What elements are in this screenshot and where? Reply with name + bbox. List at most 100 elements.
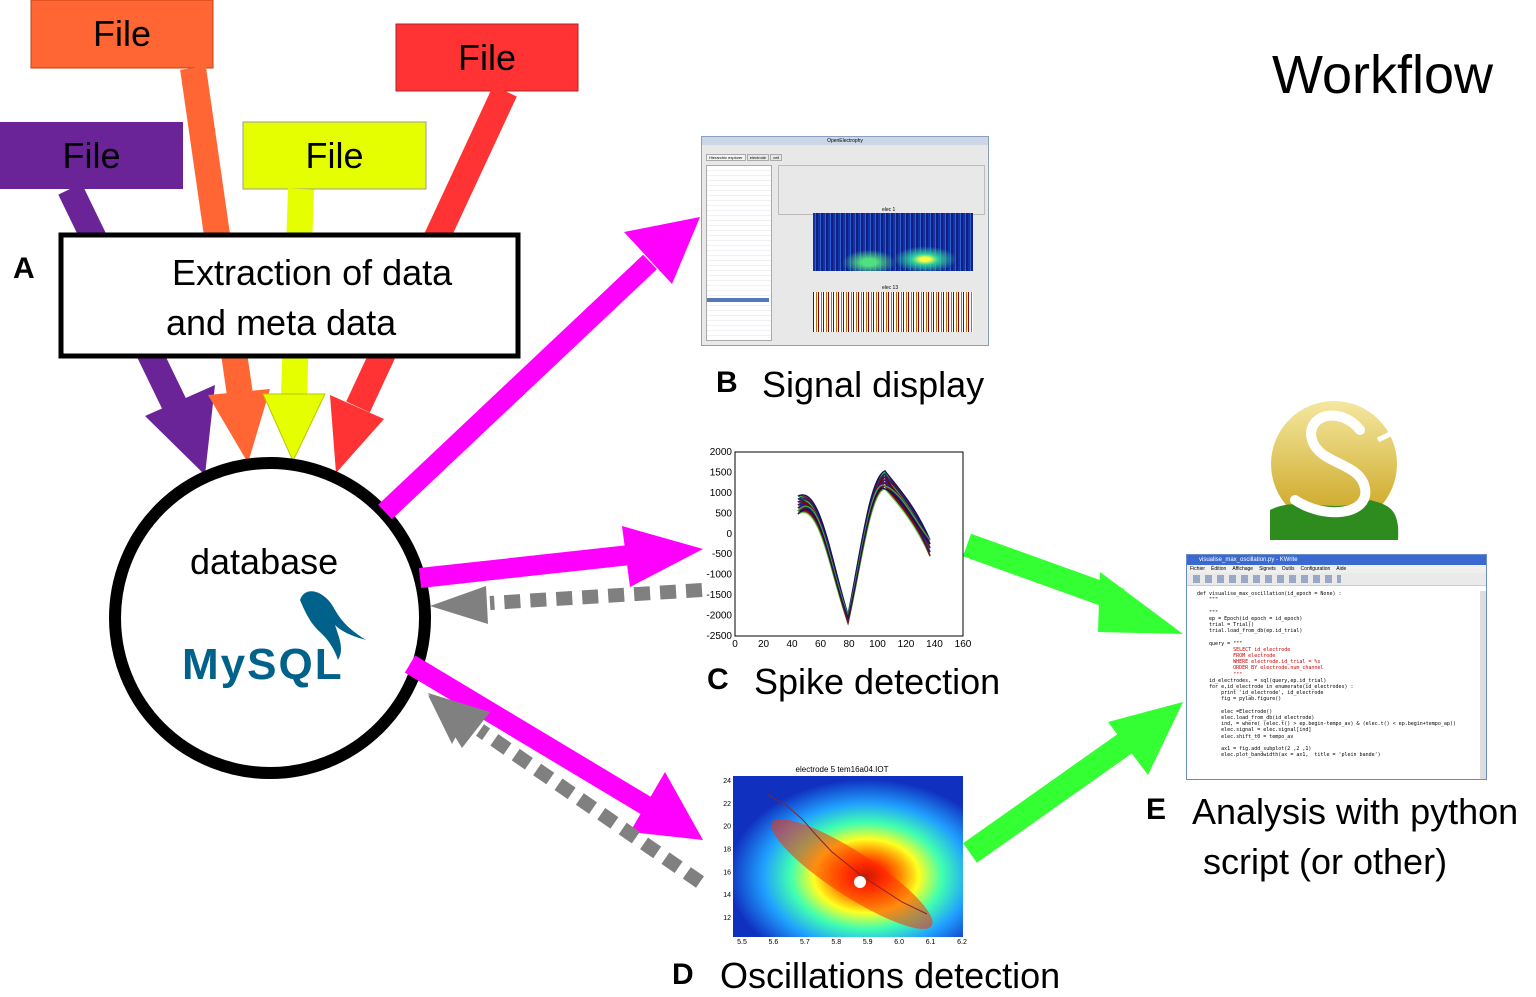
database-label: database (190, 541, 339, 582)
spike-x-tick: 120 (898, 639, 915, 650)
arrow-to-oscillations-detection (404, 655, 703, 840)
spike-y-tick: -1000 (706, 570, 732, 581)
database-circle (109, 457, 431, 779)
signal-window-tabs: Hierarchic explorer electrode cell (706, 154, 783, 161)
spike-x-tick: 160 (955, 639, 972, 650)
spike-y-tick: -1500 (706, 590, 732, 601)
file-box-1 (0, 122, 183, 189)
file-label-3: File (305, 135, 364, 176)
step-label-d: Oscillations detection (720, 955, 1061, 996)
editor-code-line: elec.signal = elec.signal[ind] (1197, 727, 1312, 734)
file-label-4: File (457, 37, 516, 78)
editor-toolbar (1187, 573, 1486, 586)
spike-y-tick: -2000 (706, 611, 732, 622)
editor-code-line: fig = pylab.figure() (1197, 696, 1282, 703)
file-label-1: File (62, 135, 121, 176)
signal-window-titlebar: OpenElectrophy (702, 137, 988, 145)
osc-x-tick: 5.8 (831, 939, 841, 946)
extraction-line-1: Extraction of data (172, 252, 453, 293)
spike-x-tick: 100 (869, 639, 886, 650)
step-label-e-line-2: script (or other) (1203, 841, 1448, 882)
editor-menu-item[interactable]: Signets (1259, 566, 1276, 572)
arrow-osc-to-analysis (963, 702, 1183, 863)
editor-titlebar: visualise_max_oscillation.py - KWrite (1187, 555, 1486, 565)
osc-x-tick: 6.0 (894, 939, 904, 946)
osc-x-tick: 6.2 (957, 939, 967, 946)
signal-plot-1-title: elec 1 (882, 207, 896, 213)
oscillations-plot: electrode 5 tem16a04.IOT 24222018161412 … (723, 765, 967, 946)
editor-code-line: WHERE electrode.id_trial = %s (1197, 659, 1321, 666)
step-label-c: Spike detection (754, 661, 1001, 702)
signal-tab-2[interactable]: electrode (746, 154, 770, 161)
return-arrow-oscillations (428, 693, 704, 888)
step-label-e-line-1: Analysis with python (1192, 791, 1519, 832)
arrow-to-spike-detection (418, 526, 703, 588)
spike-x-tick: 60 (815, 639, 827, 650)
editor-menu-item[interactable]: Affichage (1232, 566, 1254, 572)
file-box-2 (30, 0, 214, 69)
spike-y-tick: 500 (715, 508, 732, 519)
editor-code-line: ind, = where( (elec.t() > ep.begin-tempo… (1197, 721, 1456, 728)
extraction-line-2: and meta data (166, 302, 397, 343)
return-arrow-spike (430, 583, 703, 624)
file-box-4 (395, 23, 579, 92)
editor-code-line: query = """ (1197, 640, 1243, 647)
editor-code-line: ax1 = fig.add_subplot(2 ,2 ,1) (1197, 746, 1312, 753)
editor-code-line: trial = Trial() (1197, 622, 1255, 629)
osc-max-marker (854, 876, 866, 888)
editor-menu-item[interactable]: Édition (1211, 566, 1227, 572)
spike-y-tick: 1000 (710, 488, 733, 499)
osc-y-tick: 14 (723, 892, 731, 899)
editor-menu-item[interactable]: Outils (1281, 566, 1295, 572)
editor-code-line: FROM electrode (1197, 653, 1276, 660)
editor-menu-item[interactable]: Aide (1336, 566, 1347, 572)
signal-display-window: OpenElectrophy Hierarchic explorer elect… (701, 136, 989, 346)
signal-tab-3[interactable]: cell (770, 154, 783, 161)
osc-x-tick: 5.6 (769, 939, 779, 946)
signal-plot-2 (813, 292, 973, 332)
editor-menu-item[interactable]: Configuration (1300, 566, 1331, 572)
signal-tree-list[interactable] (706, 165, 772, 341)
signal-selected-row (707, 298, 769, 302)
arrow-spike-to-analysis (962, 533, 1183, 634)
signal-plot-2-title: elec 13 (882, 285, 899, 291)
workflow-title: Workflow (1272, 45, 1494, 105)
editor-code-line: for e,id_electrode in enumerate(id_elect… (1197, 684, 1354, 691)
step-letter-d: D (672, 958, 694, 991)
editor-code-line: def visualise_max_oscillation(id_epoch =… (1197, 591, 1342, 597)
osc-y-tick: 22 (723, 801, 731, 808)
mysql-dolphin-icon (300, 591, 366, 660)
editor-code-line: ep = Epoch(id_epoch = id_epoch) (1197, 615, 1303, 622)
editor-code-line: elec.load_from_db(id_electrode) (1197, 715, 1315, 722)
file-label-2: File (92, 13, 151, 54)
spike-x-tick: 20 (758, 639, 770, 650)
editor-code-line: """ (1197, 609, 1219, 616)
spike-x-tick: 140 (926, 639, 943, 650)
spike-waveforms (797, 469, 931, 626)
signal-tab-1[interactable]: Hierarchic explorer (706, 154, 746, 161)
extraction-box (58, 232, 521, 359)
editor-code-line: """ (1197, 671, 1243, 678)
step-letter-c: C (707, 663, 729, 696)
spike-x-tick: 0 (732, 639, 738, 650)
editor-code-line: """ (1197, 597, 1219, 604)
editor-code-line: SELECT id_electrode (1197, 646, 1291, 653)
osc-x-tick: 5.9 (863, 939, 873, 946)
spike-y-tick: -2500 (706, 631, 732, 642)
step-letter-a: A (13, 252, 35, 285)
mysql-logo-text: MySQL (182, 640, 344, 689)
editor-code-line: id_electrodes, = sql(query,ep.id_trial) (1197, 677, 1327, 684)
step-letter-b: B (716, 366, 738, 399)
editor-code-area[interactable]: def visualise_max_oscillation(id_epoch =… (1197, 591, 1456, 758)
arrow-to-signal-display (378, 217, 700, 520)
spike-x-tick: 40 (786, 639, 798, 650)
editor-menu-item[interactable]: Fichier (1190, 566, 1206, 572)
kwrite-editor-window: visualise_max_oscillation.py - KWrite Fi… (1186, 554, 1487, 780)
editor-code-line: elec.plot_bandwidth(ax = ax1, title = 'p… (1197, 752, 1381, 759)
osc-y-tick: 18 (723, 847, 731, 854)
spike-waveform (797, 487, 931, 619)
editor-scrollbar[interactable] (1480, 591, 1486, 779)
